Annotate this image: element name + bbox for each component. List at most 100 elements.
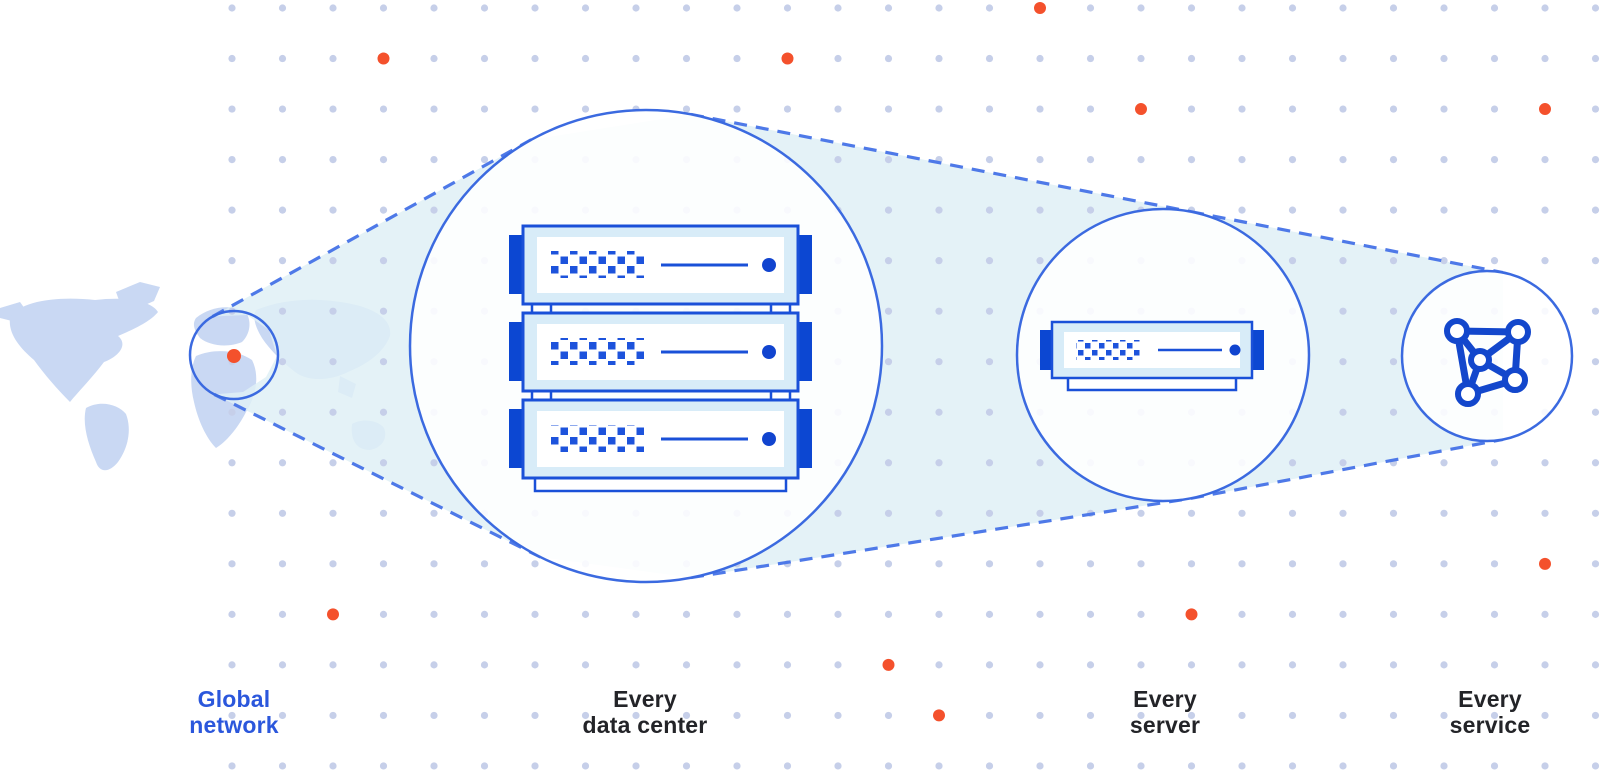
grid-dot [1339, 4, 1347, 12]
grid-dot [379, 560, 388, 568]
grid-dot [834, 661, 842, 669]
grid-dot [1086, 54, 1095, 63]
grid-dot [1288, 560, 1297, 568]
grid-dot [1339, 155, 1347, 164]
grid-dot [430, 711, 438, 720]
grid-dot [1137, 4, 1145, 12]
grid-dot [985, 610, 994, 618]
grid-dot [278, 408, 287, 416]
grid-dot [884, 358, 893, 366]
accent-dot [933, 709, 945, 722]
grid-dot [1137, 560, 1145, 568]
grid-dot [1288, 661, 1297, 669]
grid-dot [379, 711, 388, 720]
grid-dot [1440, 257, 1448, 265]
grid-dot [329, 257, 337, 265]
grid-dot [278, 509, 287, 517]
grid-dot [985, 408, 994, 416]
grid-dot [1490, 459, 1499, 467]
grid-dot [581, 4, 590, 12]
grid-dot [1288, 105, 1297, 113]
grid-dot [329, 307, 337, 315]
grid-dot [1238, 54, 1246, 63]
grid-dot [1036, 54, 1044, 63]
grid-dot [1591, 307, 1600, 315]
grid-dot [935, 206, 943, 214]
grid-dot [884, 610, 893, 618]
grid-dot [1339, 762, 1347, 770]
grid-dot [632, 711, 640, 720]
grid-dot [1389, 307, 1398, 315]
grid-dot [329, 459, 337, 467]
grid-dot [278, 661, 287, 669]
grid-dot [1440, 610, 1448, 618]
grid-dot [985, 54, 994, 63]
server-led [762, 432, 776, 446]
grid-dot [935, 4, 943, 12]
grid-dot [480, 560, 489, 568]
grid-dot [228, 661, 236, 669]
accent-dot [377, 52, 390, 65]
grid-dot [480, 711, 489, 720]
grid-dot [1339, 459, 1347, 467]
grid-dot [1440, 459, 1448, 467]
grid-dot [1137, 54, 1145, 63]
grid-dot [581, 762, 590, 770]
grid-dot [278, 4, 287, 12]
server-unit-icon [1040, 320, 1264, 392]
grid-dot [1036, 762, 1044, 770]
grid-dot [733, 762, 741, 770]
grid-dot [278, 155, 287, 164]
grid-dot [834, 4, 842, 12]
grid-dot [581, 711, 590, 720]
label-every-data-center: Every data center [495, 686, 795, 738]
label-line: Global [197, 686, 271, 712]
mesh-node [1455, 381, 1481, 407]
server-ear-left [509, 322, 524, 381]
grid-dot [1137, 509, 1145, 517]
grid-dot [1187, 560, 1196, 568]
grid-dot [480, 105, 489, 113]
grid-dot [632, 661, 640, 669]
grid-dot [632, 610, 640, 618]
grid-dot [430, 661, 438, 669]
grid-dot [733, 54, 741, 63]
label-every-server: Every server [1015, 686, 1315, 738]
grid-dot [733, 610, 741, 618]
grid-dot [682, 4, 691, 12]
grid-dot [480, 610, 489, 618]
grid-dot [1036, 105, 1044, 113]
accent-dot [1185, 608, 1198, 621]
grid-dot [1591, 105, 1600, 113]
grid-dot [884, 711, 893, 720]
grid-dot [1541, 711, 1549, 720]
grid-dot [379, 459, 388, 467]
server-unit [509, 398, 812, 480]
grid-dot [935, 762, 943, 770]
grid-dot [884, 459, 893, 467]
grid-dot [278, 762, 287, 770]
grid-dot [1490, 610, 1499, 618]
label-line: data center [582, 712, 708, 738]
grid-dot [1440, 711, 1448, 720]
grid-dot [935, 105, 943, 113]
server-pixel-matrix [549, 338, 645, 365]
grid-dot [1339, 307, 1347, 315]
grid-dot [1490, 661, 1499, 669]
grid-dot [1086, 206, 1095, 214]
grid-dot [884, 105, 893, 113]
grid-dot [884, 762, 893, 770]
grid-dot [884, 206, 893, 214]
grid-dot [480, 54, 489, 63]
accent-dot [882, 658, 895, 671]
grid-dot [935, 560, 943, 568]
grid-dot [1137, 661, 1145, 669]
grid-dot [985, 661, 994, 669]
server-rack-icon [509, 224, 812, 493]
grid-dot [884, 560, 893, 568]
grid-dot [935, 509, 943, 517]
zoom-dashed-lines [211, 112, 1504, 580]
grid-dot [935, 408, 943, 416]
